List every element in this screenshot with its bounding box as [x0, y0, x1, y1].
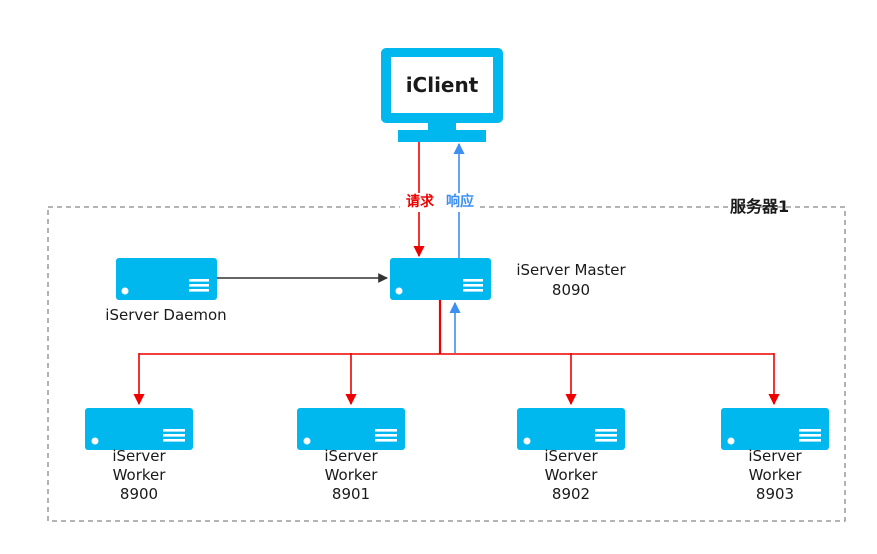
worker-port-label: 8900	[119, 485, 159, 503]
client-monitor-icon	[381, 48, 503, 142]
master-name-label: iServer Master	[516, 261, 626, 279]
server-boundary-label: 服务器1	[730, 197, 790, 216]
daemon-label: iServer Daemon	[105, 306, 227, 324]
worker-name-line2: Worker	[324, 466, 378, 484]
worker-server-icon	[721, 408, 829, 450]
request-label: 请求	[400, 193, 440, 212]
worker-server-icon	[517, 408, 625, 450]
client-label: iClient	[405, 73, 479, 97]
worker-name-line2: Worker	[748, 466, 802, 484]
worker-server-icon	[297, 408, 405, 450]
worker-name-line1: iServer	[544, 447, 598, 465]
master-server-icon	[390, 258, 491, 300]
daemon-server-icon	[116, 258, 217, 300]
worker-name-line2: Worker	[112, 466, 166, 484]
worker-name-line1: iServer	[112, 447, 166, 465]
worker-port-label: 8903	[755, 485, 795, 503]
worker-port-label: 8901	[331, 485, 371, 503]
worker-name-line1: iServer	[748, 447, 802, 465]
worker-name-line1: iServer	[324, 447, 378, 465]
worker-port-label: 8902	[551, 485, 591, 503]
worker-server-icon	[85, 408, 193, 450]
worker-name-line2: Worker	[544, 466, 598, 484]
response-label: 响应	[441, 193, 479, 212]
dispatch-bus	[133, 300, 780, 406]
master-port-label: 8090	[551, 281, 591, 299]
